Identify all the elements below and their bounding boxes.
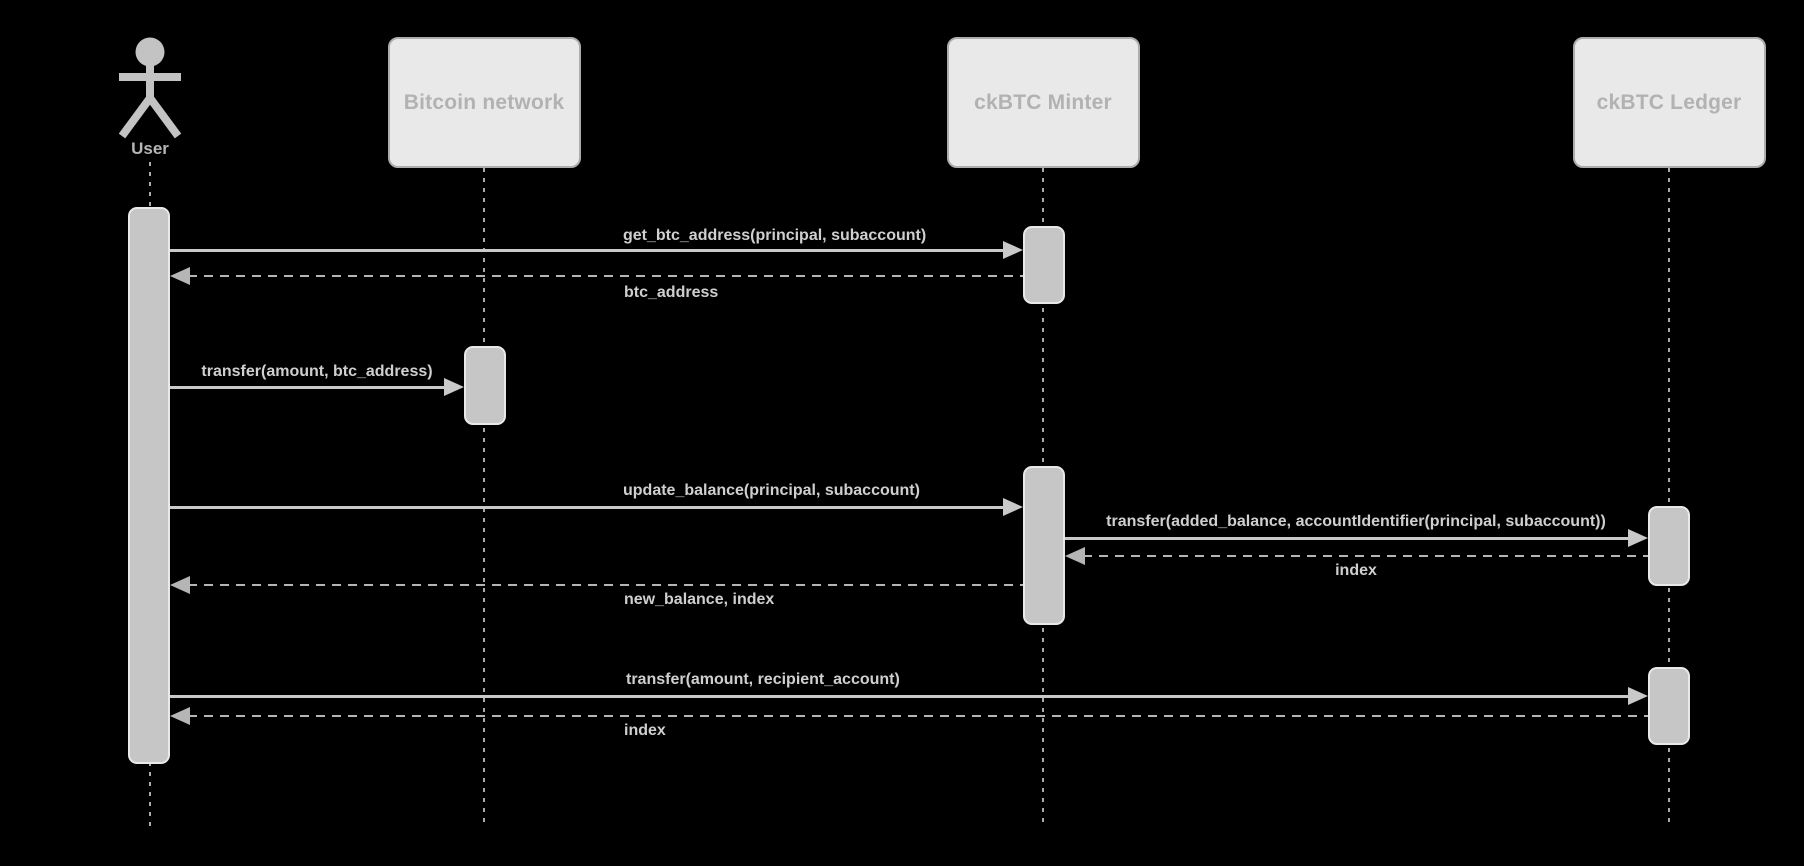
message-label-7: transfer(amount, recipient_account) (626, 671, 900, 688)
message-arrowhead-2 (444, 378, 464, 396)
message-arrowhead-5 (1065, 547, 1085, 565)
participant-box-minter: ckBTC Minter (946, 37, 1140, 168)
message-arrowhead-3 (1003, 498, 1023, 516)
message-label-1: btc_address (624, 284, 719, 301)
message-line-6 (188, 584, 1023, 586)
message-label-2: transfer(amount, btc_address) (201, 363, 433, 380)
message-arrowhead-0 (1003, 241, 1023, 259)
actor-label-user: User (131, 139, 169, 158)
message-line-7 (170, 694, 1630, 698)
message-label-4: transfer(added_balance, accountIdentifie… (1106, 513, 1606, 530)
message-label-6: new_balance, index (624, 591, 775, 608)
message-line-2 (170, 385, 446, 389)
activation-bar-minter-3 (1023, 466, 1065, 625)
message-label-3: update_balance(principal, subaccount) (623, 482, 920, 499)
activation-bar-ledger-5 (1648, 667, 1690, 745)
participant-box-btc: Bitcoin network (387, 37, 581, 168)
message-line-3 (170, 505, 1005, 509)
message-arrowhead-7 (1628, 687, 1648, 705)
message-label-8: index (624, 722, 666, 739)
participant-label-ledger: ckBTC Ledger (1596, 90, 1742, 114)
participant-label-minter: ckBTC Minter (974, 90, 1112, 114)
message-line-1 (188, 275, 1023, 277)
message-arrowhead-1 (170, 267, 190, 285)
activation-bar-minter-1 (1023, 226, 1065, 304)
participant-box-ledger: ckBTC Ledger (1572, 37, 1766, 168)
message-line-8 (188, 715, 1648, 717)
user-actor-icon (112, 34, 188, 140)
message-arrowhead-8 (170, 707, 190, 725)
message-line-0 (170, 248, 1005, 252)
participant-label-btc: Bitcoin network (403, 90, 565, 114)
lifeline-btc (483, 168, 485, 827)
message-arrowhead-4 (1628, 529, 1648, 547)
activation-bar-ledger-4 (1648, 506, 1690, 586)
activation-bar-user-0 (128, 207, 170, 764)
message-label-5: index (1335, 562, 1377, 579)
message-line-4 (1065, 536, 1630, 540)
lifeline-ledger (1668, 168, 1670, 827)
message-label-0: get_btc_address(principal, subaccount) (623, 227, 927, 244)
message-arrowhead-6 (170, 576, 190, 594)
message-line-5 (1083, 555, 1648, 557)
activation-bar-btc-2 (464, 346, 506, 425)
